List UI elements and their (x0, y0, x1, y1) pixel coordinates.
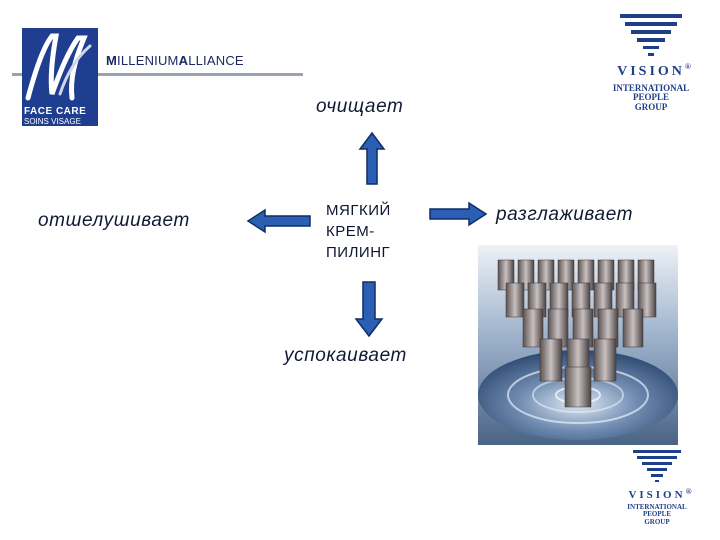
arrow-up-icon (360, 133, 384, 184)
arrow-down-icon (356, 282, 382, 336)
label-top: очищает (316, 96, 403, 118)
center-line-2: КРЕМ- (326, 221, 436, 242)
label-right: разглаживает (496, 204, 633, 226)
vision-stripes-icon (633, 450, 681, 484)
label-left: отшелушивает (38, 210, 190, 232)
vision-subtitle-1: INTERNATIONAL PEOPLE (615, 504, 699, 519)
vision-wordmark: VISION® (615, 489, 699, 501)
vision-logo-bottom: VISION® INTERNATIONAL PEOPLE GROUP (615, 450, 699, 530)
center-product-name: МЯГКИЙ КРЕМ- ПИЛИНГ (326, 200, 436, 263)
center-line-3: ПИЛИНГ (326, 242, 436, 263)
arrow-right-icon (430, 203, 486, 225)
center-line-1: МЯГКИЙ (326, 200, 436, 221)
vision-subtitle-2: GROUP (615, 519, 699, 526)
product-tubes-image (478, 245, 678, 445)
label-bottom: успокаивает (284, 345, 407, 367)
arrow-left-icon (248, 210, 310, 232)
